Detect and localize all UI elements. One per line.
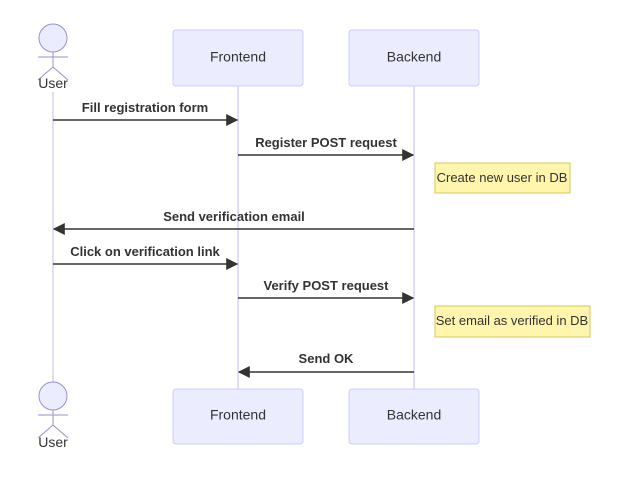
user-actor-bottom: User [37, 381, 69, 450]
message-label: Register POST request [255, 135, 397, 150]
message-label: Send OK [299, 351, 355, 366]
frontend-label-top: Frontend [210, 49, 266, 65]
message-label: Verify POST request [264, 278, 390, 293]
user-label-bottom: User [38, 434, 68, 450]
note-text: Create new user in DB [437, 170, 568, 185]
note: Create new user in DB [434, 162, 571, 194]
backend-box-bottom: Backend [348, 388, 480, 445]
user-icon [37, 381, 69, 439]
note-text: Set email as verified in DB [436, 313, 588, 328]
message-label: Send verification email [163, 209, 305, 224]
frontend-box-top: Frontend [172, 29, 304, 87]
message-label: Fill registration form [82, 100, 208, 115]
backend-label-bottom: Backend [387, 407, 441, 423]
frontend-box-bottom: Frontend [172, 388, 304, 445]
user-actor-top: User [37, 23, 69, 91]
backend-box-top: Backend [348, 29, 480, 87]
note: Set email as verified in DB [434, 305, 591, 338]
message-label: Click on verification link [70, 244, 220, 259]
user-label-top: User [38, 75, 68, 91]
user-icon [37, 23, 69, 81]
backend-label-top: Backend [387, 49, 441, 65]
frontend-label-bottom: Frontend [210, 407, 266, 423]
